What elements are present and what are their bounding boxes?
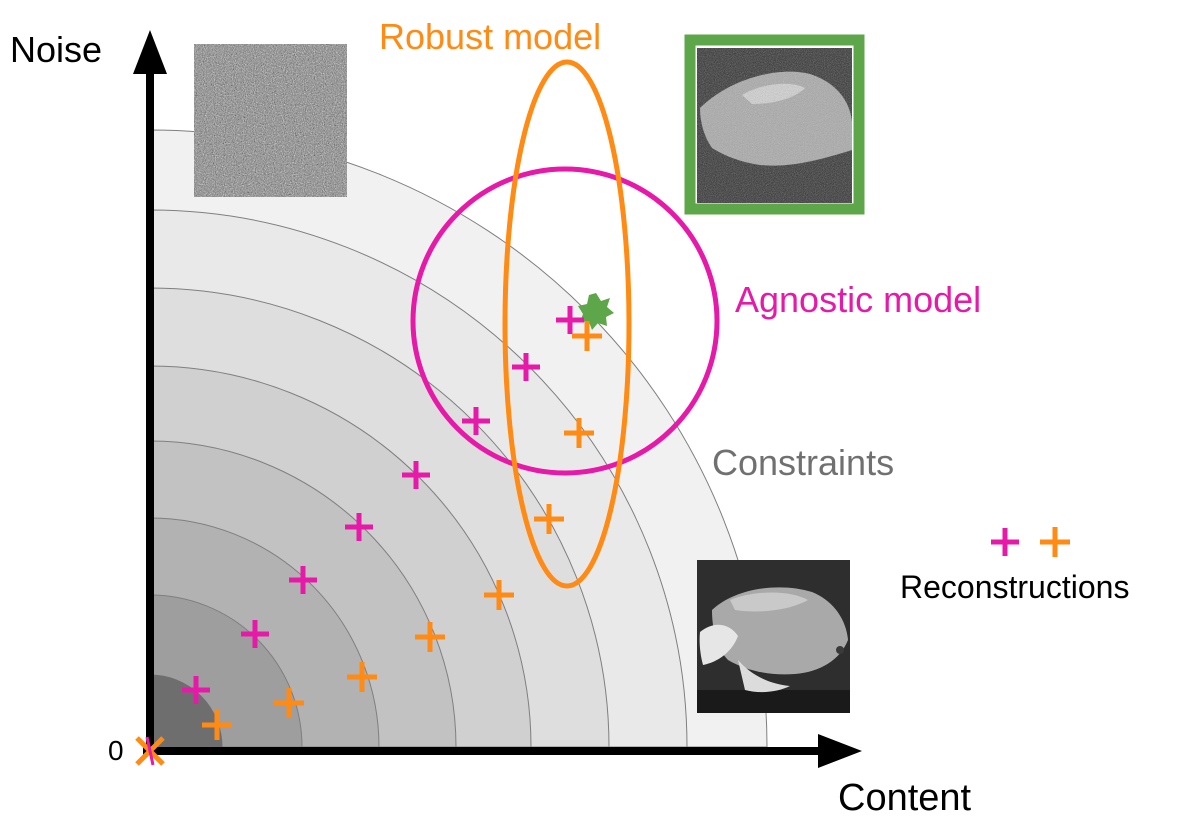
reconstruction-marker <box>347 662 377 692</box>
legend-magenta-marker <box>991 528 1019 556</box>
origin-marker <box>135 736 165 766</box>
reconstruction-marker <box>241 620 269 648</box>
noise-axis-arrowhead <box>133 30 167 74</box>
constraints-label: Constraints <box>712 442 894 483</box>
noise-axis-label: Noise <box>10 29 102 70</box>
constraint-rings <box>149 129 768 748</box>
reconstruction-marker <box>182 676 210 704</box>
origin-label: 0 <box>108 735 124 766</box>
legend-orange-marker <box>1040 527 1070 557</box>
constraint-ring-0 <box>149 674 223 748</box>
reconstructions-orange <box>202 321 602 740</box>
reconstruction-marker <box>564 418 594 448</box>
target-star-icon <box>578 293 614 330</box>
reconstruction-marker <box>402 461 430 489</box>
reconstruction-marker <box>484 580 514 610</box>
reconstruction-marker <box>534 504 564 534</box>
reconstruction-marker <box>345 513 373 541</box>
pure-noise-image <box>194 44 347 197</box>
reconstruction-marker <box>572 321 602 351</box>
reconstruction-marker <box>556 306 584 334</box>
legend-label: Reconstructions <box>900 569 1129 605</box>
reconstruction-marker <box>462 407 490 435</box>
axes <box>133 30 862 768</box>
reconstruction-marker <box>274 688 304 718</box>
agnostic-model-ellipse <box>410 166 720 476</box>
reconstruction-marker <box>289 566 317 594</box>
noisy-goldfish-image <box>684 34 865 215</box>
reconstruction-marker <box>512 353 540 381</box>
reconstruction-marker <box>202 710 232 740</box>
robust-model-ellipse <box>502 59 632 589</box>
content-axis-arrowhead <box>818 734 862 768</box>
agnostic-model-label: Agnostic model <box>735 279 981 320</box>
robust-model-label: Robust model <box>379 16 601 57</box>
reconstruction-marker <box>415 622 445 652</box>
reconstructions-legend: Reconstructions <box>900 527 1129 605</box>
content-axis-label: Content <box>838 777 972 819</box>
clean-goldfish-image <box>697 560 850 713</box>
reconstructions-magenta <box>182 306 584 704</box>
